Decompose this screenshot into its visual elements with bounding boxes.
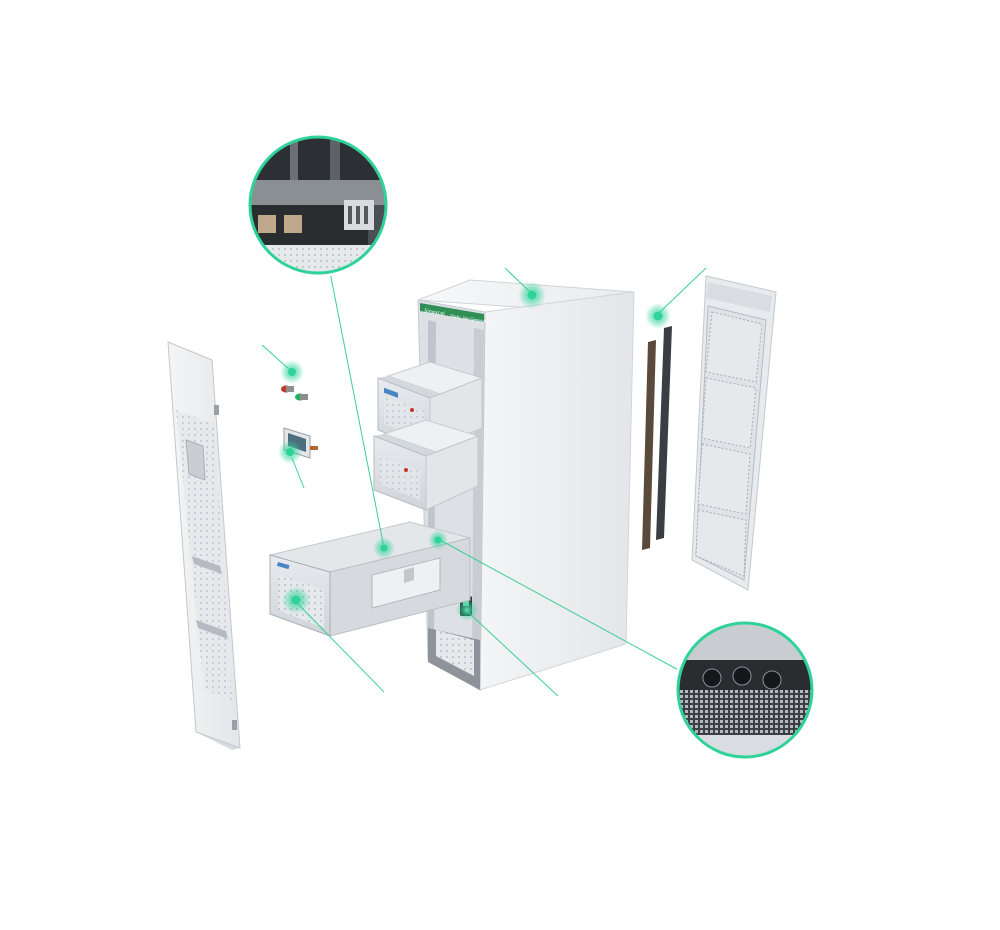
power-module-middle: [373, 419, 480, 511]
indicator-buttons: [261, 344, 308, 401]
cabinet-strip-label: Static Var Generator: [450, 313, 491, 324]
brand-logo: Sinexcel: [424, 308, 445, 317]
detail-terminal-block: [246, 133, 390, 277]
power-meter: [278, 427, 318, 489]
leader-lines: [295, 271, 683, 697]
rear-panel: [691, 275, 777, 591]
front-door-panel: [0, 0, 241, 750]
door-display-window: [0, 0, 1, 1]
sealing-strips: [642, 267, 707, 550]
detail-cooling-fans: [674, 619, 816, 761]
power-module-drawer: [268, 521, 471, 637]
